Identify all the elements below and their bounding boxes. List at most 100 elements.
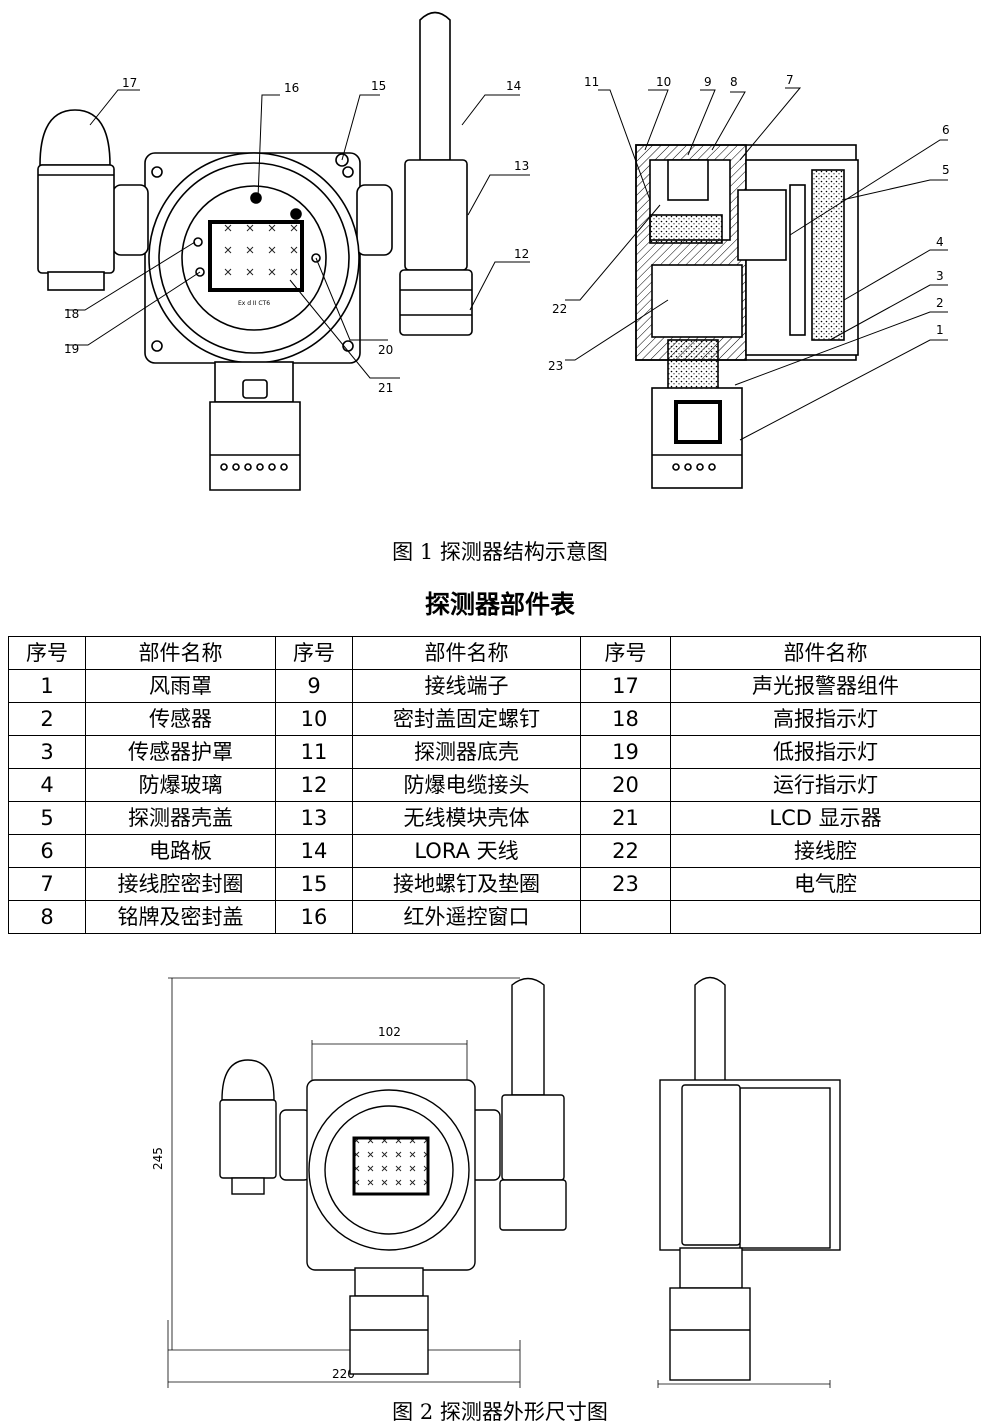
part-name-cell: 防爆玻璃 [85, 768, 276, 802]
part-number-cell: 5 [8, 801, 86, 835]
callout-labels-front: 17 16 15 14 13 12 18 19 20 21 [64, 76, 529, 395]
part-name-cell: 防爆电缆接头 [352, 768, 581, 802]
vent-holes [220, 463, 288, 471]
part-number-cell: 21 [580, 801, 671, 835]
part-number-cell: 4 [8, 768, 86, 802]
part-name-cell: 探测器底壳 [352, 735, 581, 769]
structure-diagram: Ex d II CT6 [37, 11, 950, 491]
svg-text:14: 14 [506, 79, 521, 93]
part-name-cell: LCD 显示器 [670, 801, 981, 835]
part-number-cell: 10 [275, 702, 353, 736]
part-name-cell [670, 900, 981, 934]
part-name-cell: 运行指示灯 [670, 768, 981, 802]
svg-text:102: 102 [378, 1025, 401, 1039]
part-name-cell: 低报指示灯 [670, 735, 981, 769]
svg-text:10: 10 [656, 75, 671, 89]
part-number-cell: 12 [275, 768, 353, 802]
part-name-cell: LORA 天线 [352, 834, 581, 868]
svg-text:17: 17 [122, 76, 137, 90]
front-outline [219, 977, 567, 1375]
svg-text:114: 114 [732, 1389, 755, 1390]
part-number-cell: 20 [580, 768, 671, 802]
part-number-cell: 1 [8, 669, 86, 703]
svg-text:19: 19 [64, 342, 79, 356]
part-number-cell: 7 [8, 867, 86, 901]
part-name-cell: 探测器壳盖 [85, 801, 276, 835]
svg-text:245: 245 [151, 1147, 165, 1170]
part-name-cell: 风雨罩 [85, 669, 276, 703]
svg-text:4: 4 [936, 235, 944, 249]
part-name-cell: 接线腔 [670, 834, 981, 868]
svg-text:18: 18 [64, 307, 79, 321]
part-name-cell: 接地螺钉及垫圈 [352, 867, 581, 901]
svg-text:16: 16 [284, 81, 299, 95]
ir-window-icon [250, 192, 262, 204]
part-name-cell: 密封盖固定螺钉 [352, 702, 581, 736]
svg-text:9: 9 [704, 75, 712, 89]
svg-text:6: 6 [942, 123, 950, 137]
dimension-diagram: 102 245 220 114 [151, 976, 841, 1390]
side-outline [659, 976, 841, 1381]
part-number-cell: 18 [580, 702, 671, 736]
svg-text:1: 1 [936, 323, 944, 337]
dimension-lines [167, 977, 831, 1388]
svg-text:22: 22 [552, 302, 567, 316]
svg-text:2: 2 [936, 296, 944, 310]
svg-text:12: 12 [514, 247, 529, 261]
dimension-labels: 102 245 220 114 [151, 1025, 755, 1390]
col-header: 部件名称 [352, 636, 581, 670]
part-name-cell: 接线端子 [352, 669, 581, 703]
figure2-caption: 图 2 探测器外形尺寸图 [392, 1400, 608, 1424]
svg-text:11: 11 [584, 75, 599, 89]
svg-text:20: 20 [378, 343, 393, 357]
part-number-cell: 23 [580, 867, 671, 901]
part-number-cell: 8 [8, 900, 86, 934]
col-header: 序号 [580, 636, 671, 670]
part-number-cell [580, 900, 671, 934]
part-name-cell: 传感器护罩 [85, 735, 276, 769]
part-number-cell: 19 [580, 735, 671, 769]
part-number-cell: 11 [275, 735, 353, 769]
col-header: 序号 [275, 636, 353, 670]
part-number-cell: 3 [8, 735, 86, 769]
svg-text:23: 23 [548, 359, 563, 373]
part-name-cell: 电路板 [85, 834, 276, 868]
part-name-cell: 红外遥控窗口 [352, 900, 581, 934]
part-name-cell: 传感器 [85, 702, 276, 736]
callout-labels-section: 11 10 9 8 7 6 5 4 3 2 1 22 23 [548, 73, 950, 373]
part-number-cell: 15 [275, 867, 353, 901]
part-name-cell: 无线模块壳体 [352, 801, 581, 835]
part-name-cell: 高报指示灯 [670, 702, 981, 736]
svg-text:220: 220 [332, 1367, 355, 1381]
svg-text:15: 15 [371, 79, 386, 93]
svg-text:7: 7 [786, 73, 794, 87]
col-header: 序号 [8, 636, 86, 670]
part-name-cell: 铭牌及密封盖 [85, 900, 276, 934]
callouts-front [65, 89, 530, 379]
part-name-cell: 电气腔 [670, 867, 981, 901]
table-header-row: 序号 部件名称 序号 部件名称 序号 部件名称 [8, 636, 981, 670]
part-name-cell: 声光报警器组件 [670, 669, 981, 703]
part-name-cell: 接线腔密封圈 [85, 867, 276, 901]
svg-text:Ex d II CT6: Ex d II CT6 [238, 300, 270, 307]
svg-text:13: 13 [514, 159, 529, 173]
parts-table-title: 探测器部件表 [424, 590, 575, 619]
part-number-cell: 22 [580, 834, 671, 868]
callouts-section [565, 87, 948, 441]
svg-text:3: 3 [936, 269, 944, 283]
svg-text:8: 8 [730, 75, 738, 89]
col-header: 部件名称 [85, 636, 276, 670]
part-number-cell: 9 [275, 669, 353, 703]
part-number-cell: 14 [275, 834, 353, 868]
svg-text:5: 5 [942, 163, 950, 177]
col-header: 部件名称 [670, 636, 981, 670]
svg-text:21: 21 [378, 381, 393, 395]
